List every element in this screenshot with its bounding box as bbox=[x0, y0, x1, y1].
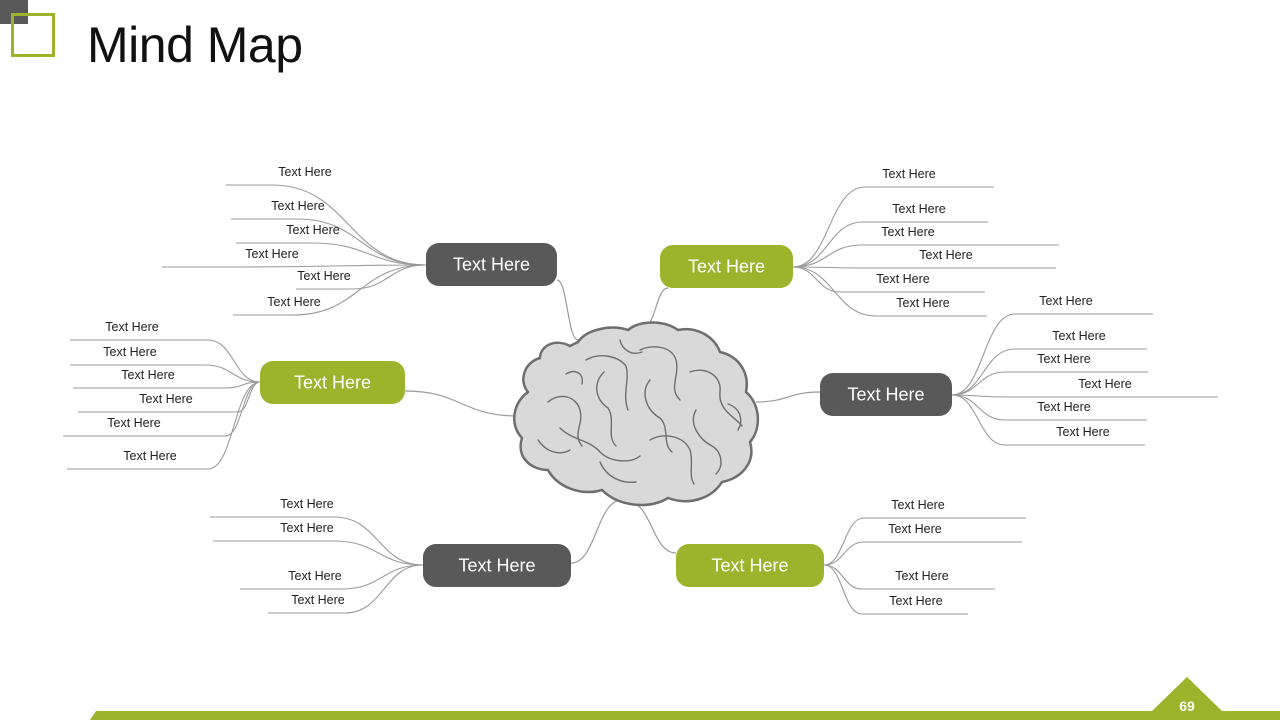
leaf-label: Text Here bbox=[105, 320, 159, 334]
branch-node-label: Text Here bbox=[688, 257, 765, 277]
branch-node-box bbox=[820, 373, 952, 416]
leaf-connector bbox=[823, 517, 865, 566]
leaf-connector bbox=[951, 394, 1006, 421]
leaf-label: Text Here bbox=[1078, 377, 1132, 391]
page-title: Mind Map bbox=[87, 17, 303, 73]
leaf-connector bbox=[823, 564, 863, 615]
branch-node-top-left: Text Here bbox=[426, 243, 557, 286]
leaf-label: Text Here bbox=[280, 521, 334, 535]
leaf-connector bbox=[792, 221, 864, 268]
connector-mid-right bbox=[755, 391, 821, 403]
branch-node-bottom-right: Text Here bbox=[676, 544, 824, 587]
leaf-connector bbox=[333, 540, 424, 566]
leaf-label: Text Here bbox=[895, 569, 949, 583]
leaf-connector bbox=[792, 266, 841, 293]
branch-node-box bbox=[660, 245, 793, 288]
leaf-connector bbox=[292, 264, 427, 316]
leaf-label: Text Here bbox=[123, 449, 177, 463]
leaf-label: Text Here bbox=[1056, 425, 1110, 439]
leaf-label: Text Here bbox=[288, 569, 342, 583]
leaf-label: Text Here bbox=[297, 269, 351, 283]
leaf-label: Text Here bbox=[881, 225, 935, 239]
connector-bottom-right bbox=[627, 501, 677, 554]
leaf-connector bbox=[207, 381, 261, 470]
leaf-label: Text Here bbox=[291, 593, 345, 607]
connector-top-left bbox=[556, 279, 579, 341]
leaf-label: Text Here bbox=[876, 272, 930, 286]
leaf-label: Text Here bbox=[888, 522, 942, 536]
branch-node-label: Text Here bbox=[847, 385, 924, 405]
leaf-connector bbox=[823, 541, 865, 566]
connector-lines bbox=[63, 184, 1218, 615]
branch-node-box bbox=[426, 243, 557, 286]
leaf-connector bbox=[224, 381, 261, 437]
branch-node-mid-left: Text Here bbox=[260, 361, 405, 404]
branch-node-label: Text Here bbox=[453, 255, 530, 275]
leaf-label: Text Here bbox=[139, 392, 193, 406]
leaf-label: Text Here bbox=[1052, 329, 1106, 343]
leaf-label: Text Here bbox=[882, 167, 936, 181]
branch-node-box bbox=[260, 361, 405, 404]
connector-top-right bbox=[643, 287, 669, 327]
leaf-label: Text Here bbox=[891, 498, 945, 512]
page-number-badge bbox=[1152, 677, 1222, 711]
leaf-connector bbox=[823, 564, 863, 590]
leaf-connector bbox=[344, 564, 424, 614]
leaf-label: Text Here bbox=[267, 295, 321, 309]
leaf-connector bbox=[792, 266, 877, 317]
leaf-connector bbox=[204, 364, 261, 383]
footer-bar bbox=[90, 711, 1280, 720]
leaf-connector bbox=[792, 186, 866, 268]
page-number: 69 bbox=[1179, 698, 1195, 714]
branch-node-top-right: Text Here bbox=[660, 245, 793, 288]
leaf-connector bbox=[792, 266, 865, 269]
leaf-connector bbox=[207, 339, 261, 383]
leaf-label: Text Here bbox=[278, 165, 332, 179]
leaf-connector bbox=[351, 264, 427, 290]
leaf-label: Text Here bbox=[280, 497, 334, 511]
leaf-connector bbox=[951, 313, 1016, 396]
branch-node-box bbox=[676, 544, 824, 587]
leaf-label: Text Here bbox=[1037, 352, 1091, 366]
branch-node-mid-right: Text Here bbox=[820, 373, 952, 416]
branch-node-label: Text Here bbox=[711, 556, 788, 576]
leaf-connector bbox=[333, 516, 424, 566]
leaf-label: Text Here bbox=[896, 296, 950, 310]
leaf-label: Text Here bbox=[1037, 400, 1091, 414]
branch-node-bottom-left: Text Here bbox=[423, 544, 571, 587]
leaf-label: Text Here bbox=[271, 199, 325, 213]
leaf-connector bbox=[237, 381, 261, 413]
leaf-label: Text Here bbox=[245, 247, 299, 261]
leaf-connector bbox=[242, 264, 427, 268]
branch-node-label: Text Here bbox=[458, 556, 535, 576]
leaf-label: Text Here bbox=[1039, 294, 1093, 308]
leaf-connector bbox=[311, 242, 427, 266]
leaf-connector bbox=[296, 218, 427, 266]
leaf-connector bbox=[341, 564, 424, 590]
corner-square-dark bbox=[0, 0, 28, 24]
leaf-connector bbox=[951, 394, 1006, 446]
leaf-label: Text Here bbox=[889, 594, 943, 608]
connector-bottom-left bbox=[570, 499, 623, 564]
leaf-label: Text Here bbox=[286, 223, 340, 237]
branch-node-box bbox=[423, 544, 571, 587]
leaf-label: Text Here bbox=[103, 345, 157, 359]
leaf-label: Text Here bbox=[107, 416, 161, 430]
leaf-connector bbox=[951, 371, 1006, 396]
leaf-label: Text Here bbox=[892, 202, 946, 216]
connector-mid-left bbox=[404, 390, 519, 417]
leaf-label: Text Here bbox=[121, 368, 175, 382]
branch-node-label: Text Here bbox=[294, 373, 371, 393]
leaf-label: Text Here bbox=[919, 248, 973, 262]
corner-square-outline bbox=[11, 13, 55, 57]
brain-icon bbox=[513, 321, 759, 507]
leaf-connector bbox=[792, 244, 863, 268]
